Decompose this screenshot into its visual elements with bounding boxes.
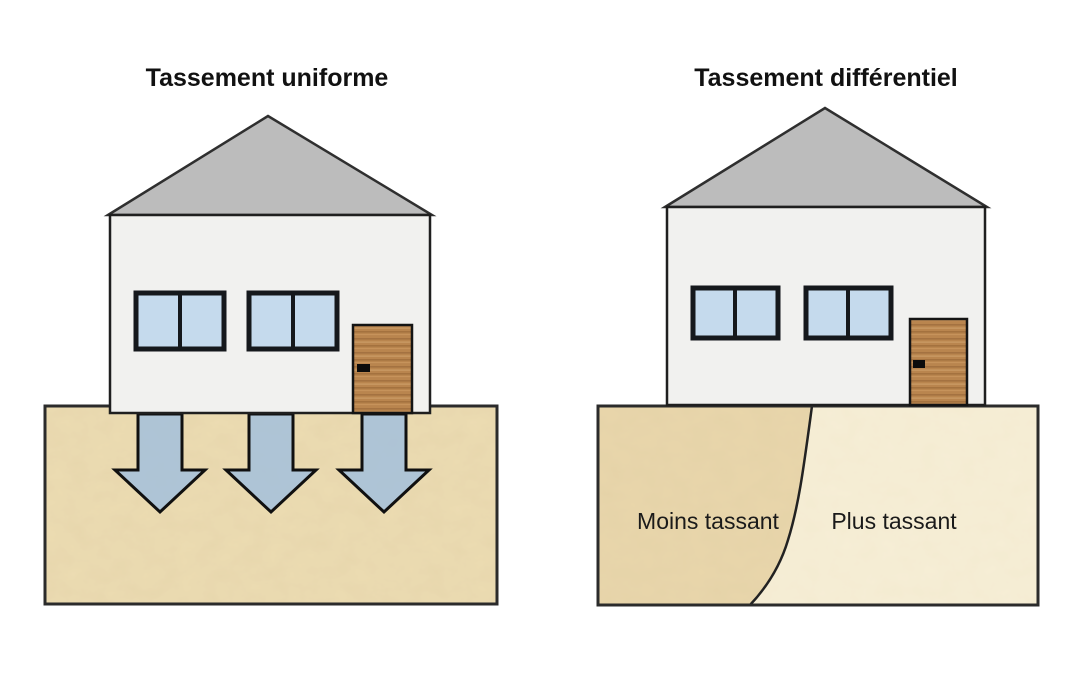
soil-label-plus-tassant: Plus tassant (831, 508, 957, 534)
house-roof (660, 106, 992, 209)
panel-title-differential: Tassement différentiel (694, 64, 958, 92)
door (351, 323, 414, 415)
panel-differential-settlement: Tassement différentiel Moins tassant Plu… (596, 64, 1040, 607)
panel-uniform-settlement: Tassement uniforme (43, 64, 499, 606)
house-differential (660, 106, 992, 407)
panel-title-uniform: Tassement uniforme (146, 64, 389, 92)
settlement-arrows (111, 412, 433, 515)
soil-label-moins-tassant: Moins tassant (637, 508, 780, 534)
soil-zone-divider-curve (749, 405, 814, 606)
door-handle (913, 360, 925, 368)
soil-zone-moins-tassant (598, 406, 812, 605)
door-handle (357, 364, 370, 372)
house-roof (103, 114, 437, 217)
down-arrow-icon (111, 412, 209, 515)
house-uniform (103, 114, 437, 415)
down-arrow-icon (222, 412, 320, 515)
down-arrow-icon (335, 412, 433, 515)
